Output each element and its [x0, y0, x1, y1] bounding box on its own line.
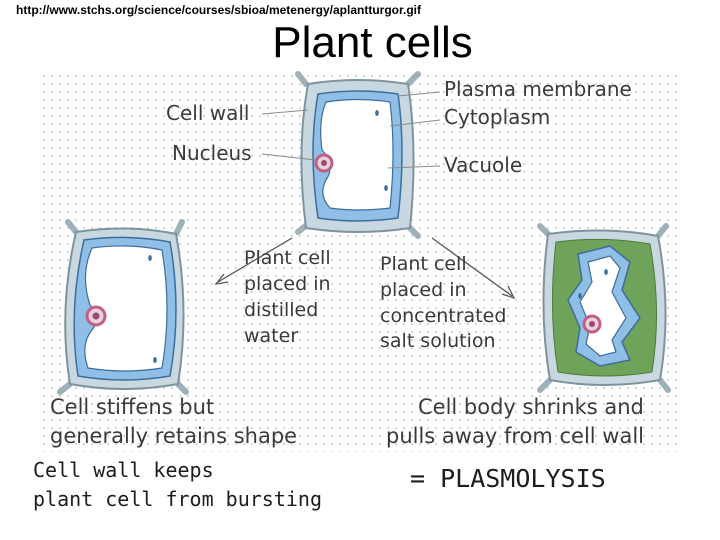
caption-plasmolysis: = PLASMOLYSIS [410, 464, 606, 493]
caption-left: Cell wall keeps plant cell from bursting [33, 456, 322, 514]
arrow-label-right-line-3: concentrated [380, 305, 506, 327]
leader-lines [261, 91, 441, 169]
normal-cell [300, 79, 415, 233]
arrow-label-right-line-2: placed in [380, 279, 467, 301]
label-nucleus: Nucleus [172, 141, 252, 165]
caption-left-line-2: plant cell from bursting [33, 487, 322, 511]
source-url: http://www.stchs.org/science/courses/sbi… [16, 3, 421, 17]
plasmolysed-cell [542, 229, 667, 386]
normal-vacuole [320, 98, 394, 211]
caption-left-line-1: Cell wall keeps [33, 458, 214, 482]
cell-wall-stubs [57, 71, 671, 395]
arrow-label-left-line-1: Plant cell [244, 247, 331, 269]
label-vacuole: Vacuole [444, 153, 522, 177]
arrows [214, 237, 516, 300]
label-plasma-membrane: Plasma membrane [444, 77, 632, 101]
label-cytoplasm: Cytoplasm [444, 105, 550, 129]
arrow-label-left-line-4: water [244, 325, 298, 347]
arrow-label-left-line-3: distilled [244, 299, 318, 321]
label-cell-wall: Cell wall [166, 101, 249, 125]
arrow-label-right-line-1: Plant cell [380, 253, 467, 275]
outcome-right-line-2: pulls away from cell wall [386, 424, 644, 448]
outcome-right-line-1: Cell body shrinks and [418, 395, 644, 419]
turgid-cell [64, 227, 185, 390]
outcome-left-line-2: generally retains shape [50, 424, 297, 448]
arrow-label-left-line-2: placed in [244, 273, 331, 295]
turgid-vacuole [84, 245, 168, 372]
arrow-label-right-line-4: salt solution [380, 330, 496, 352]
outcome-left-line-1: Cell stiffens but [50, 395, 214, 419]
page-title: Plant cells [272, 18, 473, 67]
normal-nucleolus [321, 160, 327, 166]
